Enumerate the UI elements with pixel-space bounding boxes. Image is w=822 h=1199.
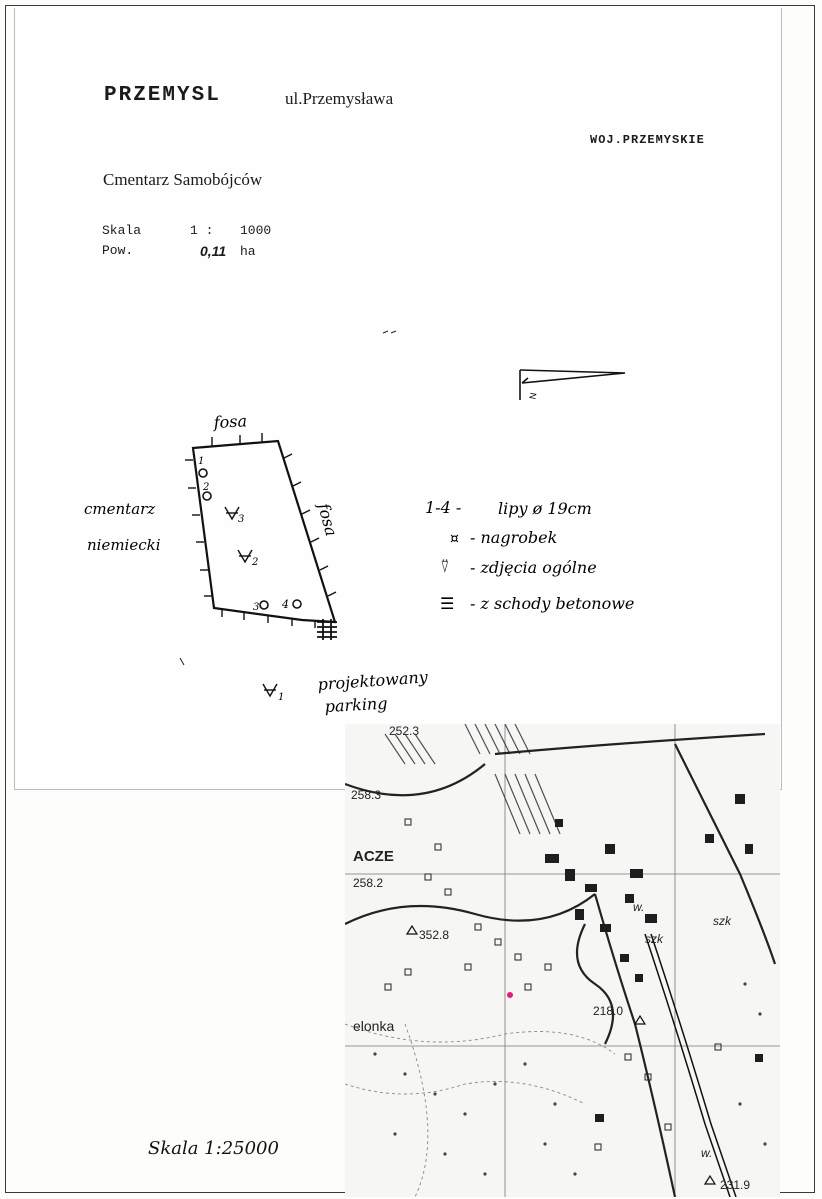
legend-text-gravestone: - nagrobek <box>470 528 557 547</box>
map-water-label: w. <box>701 1146 713 1160</box>
scale-value: 1000 <box>240 223 272 238</box>
map-water-label: w. <box>633 900 645 914</box>
map-school-label: szk <box>645 932 663 946</box>
legend-text-photos: - zdjęcia ogólne <box>470 558 597 577</box>
map-elevation: 258.3 <box>351 788 382 802</box>
boundary-ticks <box>185 433 337 628</box>
tree-number-2: 2 <box>202 482 209 493</box>
legend-photo-icon: ⍢ <box>440 557 450 576</box>
area-unit: ha <box>240 244 256 259</box>
label-german-cemetery-1: cmentarz <box>84 500 155 518</box>
map-school-label: szk <box>713 914 731 928</box>
tree-number-3: 3 <box>253 602 259 613</box>
north-letter: N <box>528 392 539 400</box>
label-fosa-top: fosa <box>212 411 247 432</box>
stray-mark <box>382 330 397 334</box>
label-fosa-right: fosa <box>314 500 341 538</box>
topographic-map-drawing <box>345 724 780 1197</box>
stairs-symbol-icon <box>317 619 337 640</box>
photo-number-1: 1 <box>278 692 284 703</box>
map-elevation: 258.2 <box>353 876 384 890</box>
topographic-map: 252.3 258.3 ACZE 258.2 352.8 elonka 218.… <box>345 724 780 1197</box>
scale-ratio-prefix: 1 : <box>190 223 214 238</box>
cemetery-name: Cmentarz Samobójców <box>103 170 263 189</box>
map-elevation: 218.0 <box>593 1004 624 1018</box>
area-label: Pow. <box>102 243 134 258</box>
map-scale-label: Skala 1:25000 <box>148 1138 279 1159</box>
legend-text-trees: lipy ø 19cm <box>498 499 592 518</box>
area-value: 0,11 <box>200 243 227 259</box>
photo-number-3: 3 <box>238 514 244 525</box>
tree-markers <box>198 468 269 610</box>
upper-sheet <box>14 8 782 790</box>
photo-number-2: 2 <box>251 557 258 568</box>
region-label: WOJ.PRZEMYSKIE <box>590 133 705 147</box>
street-name: ul.Przemysława <box>285 89 394 108</box>
map-place-name: ACZE <box>353 848 394 865</box>
gravestone-icon: ¤ <box>450 531 459 547</box>
map-elevation: 252.3 <box>389 724 420 738</box>
photo-point-icon <box>224 506 278 698</box>
label-german-cemetery-2: niemiecki <box>87 536 161 554</box>
city-title: PRZEMYSL <box>104 84 221 107</box>
label-planned-parking-2: parking <box>324 694 388 716</box>
tree-number-4: 4 <box>281 598 289 611</box>
map-elevation: 352.8 <box>419 928 450 942</box>
tree-number-1: 1 <box>198 456 204 467</box>
map-elevation: 231.9 <box>720 1178 751 1192</box>
legend-text-stairs: - z schody betonowe <box>470 594 634 613</box>
north-arrow-icon <box>519 369 626 400</box>
map-place-name: elonka <box>353 1018 395 1034</box>
location-marker-icon <box>507 992 513 998</box>
scale-label: Skala <box>102 223 142 238</box>
legend-stairs-icon: ☰ <box>440 594 454 613</box>
stray-mark <box>179 657 185 666</box>
label-planned-parking-1: projektowany <box>317 667 429 694</box>
legend-symbol-trees: 1-4 - <box>425 498 461 517</box>
tree-4-icon <box>292 599 302 609</box>
plot-outline <box>191 439 337 624</box>
